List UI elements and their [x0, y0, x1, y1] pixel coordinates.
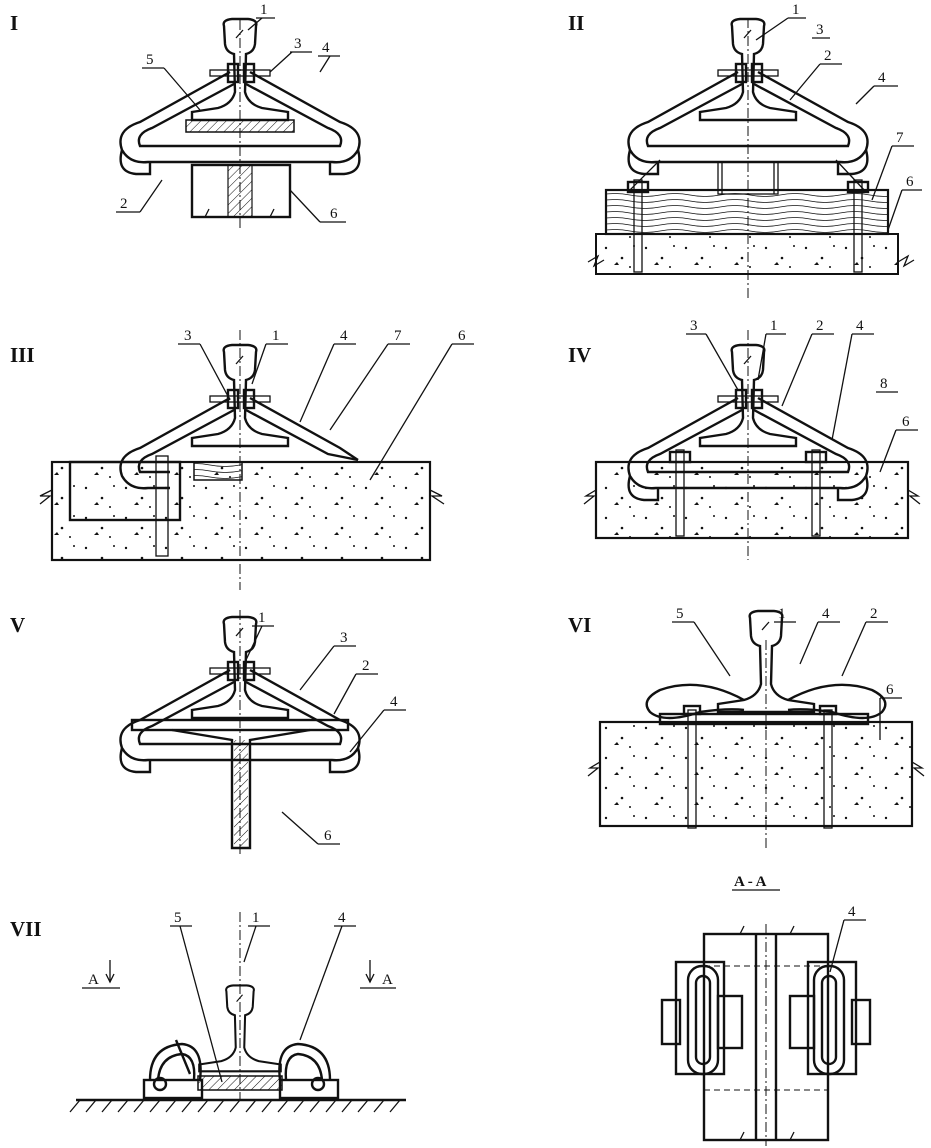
callout-2: 2: [362, 658, 370, 674]
callout-1: 1: [258, 610, 266, 626]
figure-VI: VI 5 1 4 2 6: [568, 606, 925, 848]
callout-3: 3: [340, 630, 348, 646]
figure-label: VII: [10, 917, 42, 941]
callout-4: 4: [878, 70, 886, 86]
callout-8: 8: [880, 376, 888, 392]
callout-5: 5: [676, 606, 684, 622]
section-mark-right: A: [382, 972, 393, 988]
figure-V: V 1 3 2 4 6: [10, 610, 406, 855]
callout-1: 1: [260, 2, 268, 18]
callout-3: 3: [690, 318, 698, 334]
callout-4: 4: [822, 606, 830, 622]
callout-6: 6: [458, 328, 466, 344]
callout-1: 1: [770, 318, 778, 334]
figure-III: III 3 1 4 7 6: [10, 328, 474, 590]
callout-2: 2: [870, 606, 878, 622]
callout-5: 5: [174, 910, 182, 926]
callout-7: 7: [896, 130, 904, 146]
section-A-A: A - A 4: [660, 874, 872, 1146]
figure-VII: VII 5 1 4 A A: [10, 910, 406, 1113]
callout-3: 3: [294, 36, 302, 52]
callout-3: 3: [184, 328, 192, 344]
callout-4: 4: [856, 318, 864, 334]
callout-2: 2: [816, 318, 824, 334]
callout-4: 4: [340, 328, 348, 344]
callout-3: 3: [816, 22, 824, 38]
section-title: A - A: [734, 874, 767, 890]
callout-6: 6: [906, 174, 914, 190]
callout-4: 4: [338, 910, 346, 926]
callout-7: 7: [394, 328, 402, 344]
callout-4: 4: [390, 694, 398, 710]
callout-4: 4: [848, 904, 856, 920]
figure-label: IV: [568, 343, 591, 367]
figure-label: II: [568, 11, 584, 35]
callout-1: 1: [272, 328, 280, 344]
callout-5: 5: [146, 52, 154, 68]
figure-label: I: [10, 11, 18, 35]
callout-6: 6: [324, 828, 332, 844]
figure-label: III: [10, 343, 35, 367]
figure-label: V: [10, 613, 25, 637]
callout-1: 1: [252, 910, 260, 926]
callout-6: 6: [330, 206, 338, 222]
figure-label: VI: [568, 613, 591, 637]
figure-II: II 1 3 2 4 7 6: [568, 2, 922, 300]
callout-1: 1: [778, 606, 786, 622]
callout-1: 1: [792, 2, 800, 18]
figure-I: I 1 3 4 5 2 6: [10, 2, 361, 228]
callout-6: 6: [902, 414, 910, 430]
callout-2: 2: [824, 48, 832, 64]
section-mark-left: A: [88, 972, 99, 988]
callout-4: 4: [322, 40, 330, 56]
figure-IV: IV 3 1 2 4 8 6: [568, 318, 921, 560]
callout-6: 6: [886, 682, 894, 698]
callout-2: 2: [120, 196, 128, 212]
